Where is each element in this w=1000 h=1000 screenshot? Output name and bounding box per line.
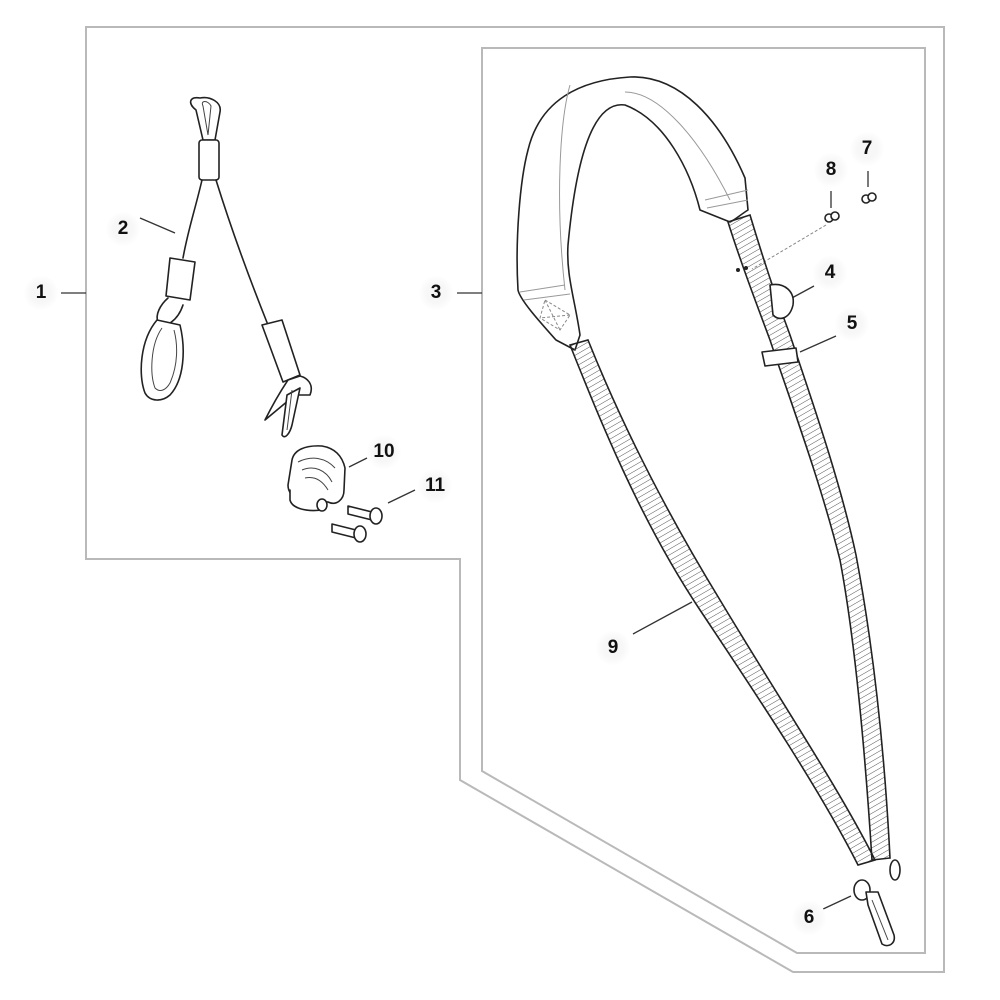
group-1-frame bbox=[85, 26, 945, 973]
callout-2[interactable]: 2 bbox=[106, 212, 140, 246]
callout-3[interactable]: 3 bbox=[419, 276, 453, 310]
callout-8[interactable]: 8 bbox=[814, 153, 848, 187]
callout-11[interactable]: 11 bbox=[418, 469, 452, 503]
callout-4[interactable]: 4 bbox=[813, 256, 847, 290]
callout-5[interactable]: 5 bbox=[835, 307, 869, 341]
callout-7[interactable]: 7 bbox=[850, 132, 884, 166]
callout-6[interactable]: 6 bbox=[792, 901, 826, 935]
rivet-7 bbox=[861, 192, 877, 204]
rivet-8 bbox=[824, 211, 840, 223]
group-3-frame bbox=[481, 47, 926, 954]
y-cord-part bbox=[140, 96, 313, 438]
screws-part bbox=[331, 505, 383, 543]
callout-1[interactable]: 1 bbox=[24, 276, 58, 310]
callout-9[interactable]: 9 bbox=[596, 631, 630, 665]
shoulder-strap-part bbox=[516, 76, 901, 947]
strap-clamp-part bbox=[287, 445, 346, 512]
callout-10[interactable]: 10 bbox=[367, 435, 401, 469]
